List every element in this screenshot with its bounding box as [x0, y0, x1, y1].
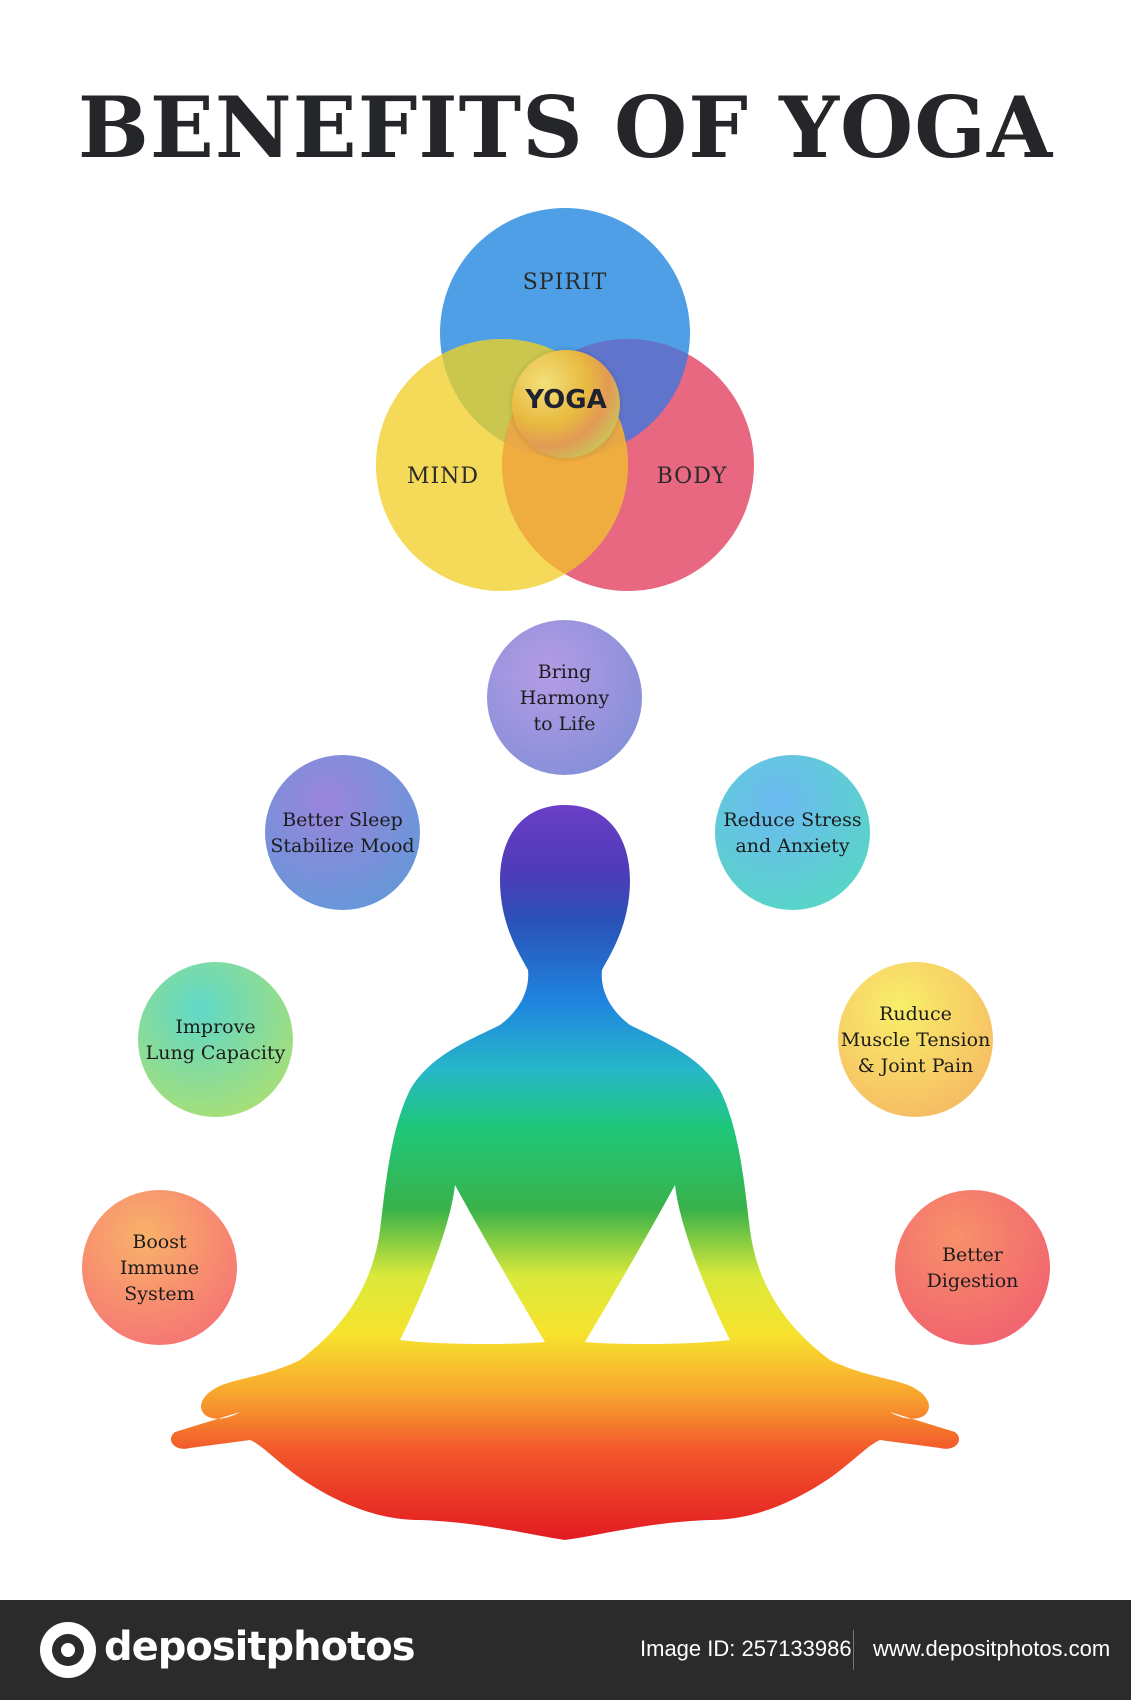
benefit-text: Bring Harmony to Life: [519, 660, 610, 735]
venn-center-label: YOGA: [525, 385, 607, 415]
footer-logo-text: depositphotos: [104, 1624, 416, 1670]
benefit-bring-harmony: Bring Harmony to Life: [487, 620, 642, 775]
benefit-text: Improve Lung Capacity: [145, 1015, 286, 1064]
benefit-text: Ruduce Muscle Tension & Joint Pain: [840, 1002, 991, 1077]
venn-label-mind: MIND: [406, 464, 480, 489]
benefit-boost-immune: Boost Immune System: [82, 1190, 237, 1345]
benefit-better-sleep: Better Sleep Stabilize Mood: [265, 755, 420, 910]
venn-label-body: BODY: [656, 464, 728, 489]
benefit-better-digestion: Better Digestion: [895, 1190, 1050, 1345]
camera-logo-icon: [40, 1622, 96, 1678]
figure-silhouette: [170, 805, 960, 1540]
footer-image-id: Image ID: 257133986: [640, 1636, 852, 1661]
meditation-figure: [170, 805, 960, 1540]
benefit-improve-lung: Improve Lung Capacity: [138, 962, 293, 1117]
benefit-text: Reduce Stress and Anxiety: [723, 808, 862, 857]
footer-divider: [853, 1630, 854, 1670]
benefit-text: Better Sleep Stabilize Mood: [270, 808, 415, 857]
benefit-reduce-stress: Reduce Stress and Anxiety: [715, 755, 870, 910]
yoga-center-circle: [512, 350, 620, 458]
footer-bar: depositphotos Image ID: 257133986 www.de…: [0, 1600, 1131, 1700]
benefit-text: Boost Immune System: [119, 1230, 200, 1305]
venn-label-spirit: SPIRIT: [522, 270, 608, 295]
benefit-reduce-muscle-tension: Ruduce Muscle Tension & Joint Pain: [838, 962, 993, 1117]
page-title: BENEFITS OF YOGA: [77, 78, 1054, 177]
benefit-text: Better Digestion: [926, 1243, 1019, 1292]
footer-website-link[interactable]: www.depositphotos.com: [873, 1636, 1111, 1661]
